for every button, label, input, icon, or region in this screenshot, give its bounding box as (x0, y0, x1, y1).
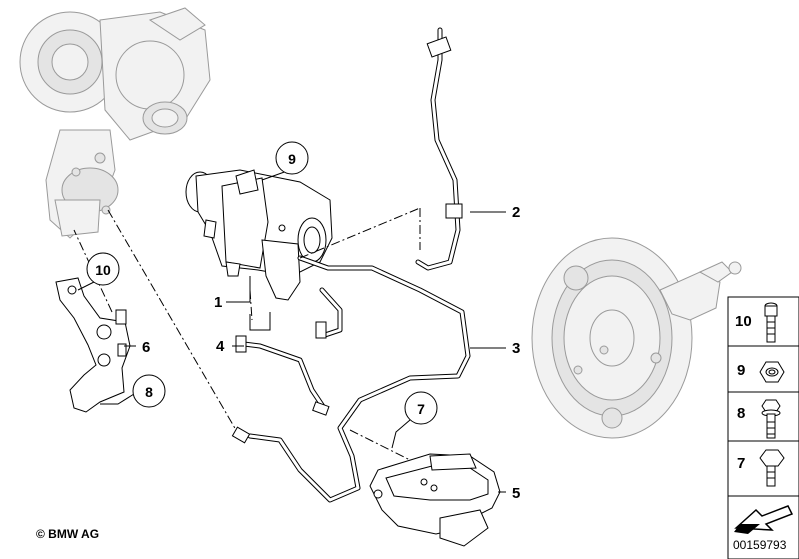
callout-5: 5 (512, 485, 520, 502)
bolt-collar-icon (761, 399, 781, 439)
legend-frame (727, 296, 799, 559)
copyright-text: © BMW AG (36, 527, 100, 541)
bolt-short-icon (759, 449, 785, 487)
diagram-number: 00159793 (733, 538, 787, 552)
mounting-bracket (55, 277, 131, 413)
brake-booster-ghost (531, 237, 742, 439)
vacuum-hoses (231, 27, 471, 503)
callout-4: 4 (216, 338, 225, 355)
leader-lines (77, 169, 506, 493)
legend-label-10: 10 (735, 313, 752, 330)
svg-text:9: 9 (288, 151, 296, 167)
fastener-legend: 10 9 8 7 (727, 296, 799, 559)
nut-icon (759, 361, 785, 383)
svg-text:10: 10 (95, 262, 111, 278)
callout-10: 10 (86, 252, 120, 286)
callout-3: 3 (512, 340, 520, 357)
callout-7: 7 (404, 391, 438, 425)
legend-label-8: 8 (737, 405, 745, 422)
pressure-converter (185, 169, 333, 301)
direction-arrow-icon (734, 505, 794, 534)
legend-label-9: 9 (737, 362, 745, 379)
guide-lines (73, 207, 421, 461)
svg-text:8: 8 (145, 384, 153, 400)
callout-8: 8 (132, 374, 166, 408)
callout-9: 9 (275, 141, 309, 175)
legend-label-7: 7 (737, 455, 745, 472)
svg-text:7: 7 (417, 401, 425, 417)
callout-6: 6 (142, 339, 150, 356)
vacuum-reservoir (369, 453, 501, 547)
turbocharger-ghost (19, 7, 211, 239)
callout-2: 2 (512, 204, 520, 221)
bolt-long-icon (764, 302, 778, 343)
callout-1: 1 (214, 294, 222, 311)
